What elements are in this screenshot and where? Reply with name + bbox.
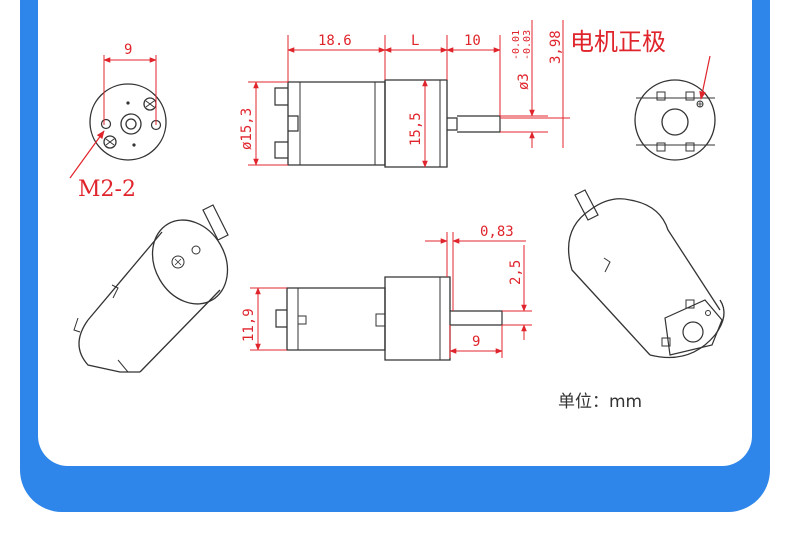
- side-dimensions: 0,83 2,5 11,9 9: [241, 224, 532, 358]
- tolerance-upper-label: -0.01: [511, 30, 522, 60]
- shaft-length-label: 10: [464, 33, 481, 49]
- length-18-6-label: 18.6: [318, 33, 352, 49]
- front-dimensions: 9 M2-2: [69, 42, 157, 202]
- rear-view: [634, 55, 716, 161]
- tolerance-lower-label: -0.03: [522, 30, 533, 60]
- front-view: [89, 83, 167, 161]
- front-width-label: 9: [124, 42, 132, 58]
- shaft-diameter-label: ø3: [516, 73, 532, 90]
- gearbox-height-label: 15,5: [408, 112, 424, 146]
- isometric-view-right: [568, 189, 725, 359]
- body-diameter-label: ø15,3: [239, 108, 255, 150]
- top-dimensions: 18.6 L 10 ø3 -0.01 -0.03 3,98 ø15,3 15,5…: [239, 20, 666, 168]
- unit-label: 单位：mm: [558, 392, 643, 412]
- offset-0-83-label: 0,83: [480, 224, 514, 240]
- side-view: [275, 276, 503, 361]
- motor-positive-label: 电机正极: [570, 28, 666, 56]
- side-height-label: 11,9: [241, 308, 257, 342]
- m2-thread-label: M2-2: [78, 177, 136, 202]
- flat-width-label: 3,98: [548, 30, 564, 64]
- length-L-label: L: [411, 33, 419, 49]
- shaft-flat-2-5-label: 2,5: [508, 260, 524, 285]
- isometric-view-left: [73, 204, 229, 373]
- top-view: [274, 79, 501, 168]
- side-shaft-9-label: 9: [472, 334, 480, 350]
- drawing-card: [38, 0, 752, 466]
